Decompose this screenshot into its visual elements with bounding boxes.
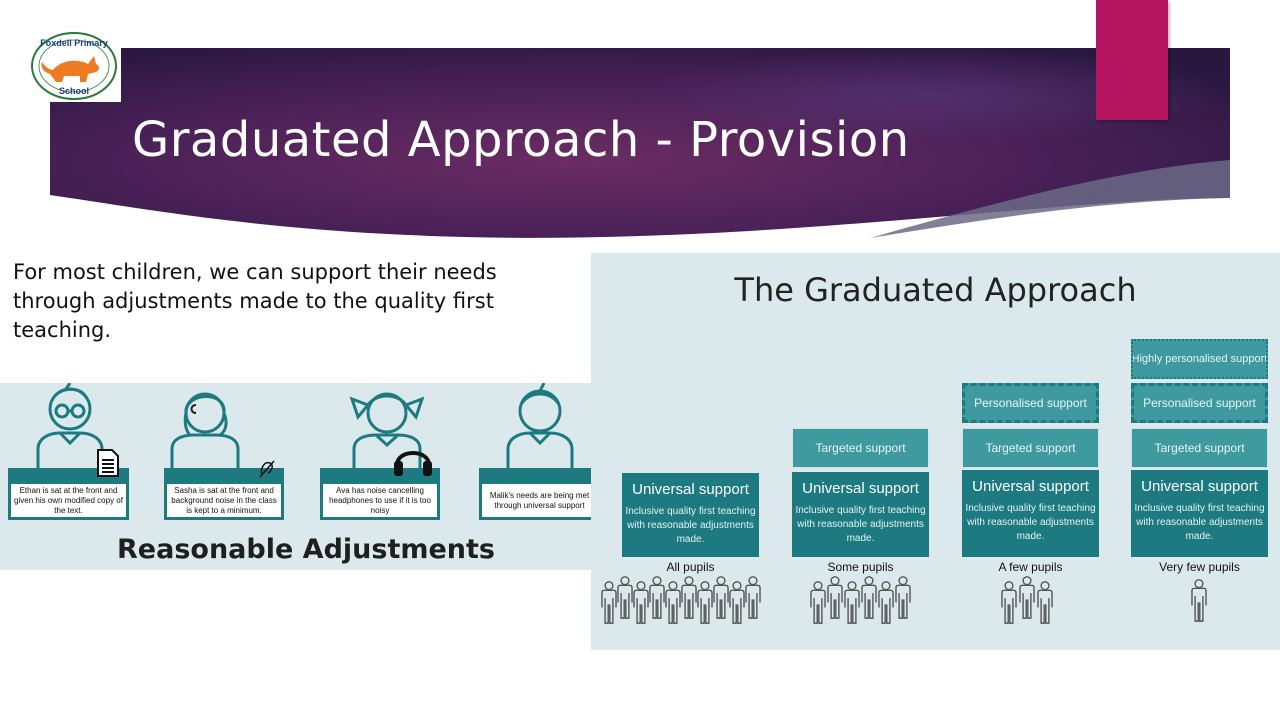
support-column-very-few: Highly personalised support Personalised… — [1131, 253, 1268, 650]
pupil-figure-icon — [617, 576, 633, 619]
universal-support-box: Universal support Inclusive quality firs… — [792, 472, 929, 557]
hearing-aid-icon — [190, 404, 197, 414]
pupil-figure-icon — [844, 581, 860, 624]
pupil-figure-icon — [713, 576, 729, 619]
document-icon — [97, 449, 119, 477]
personalised-support-box: Personalised support — [962, 383, 1099, 423]
pupil-figure-icon — [729, 581, 745, 624]
school-logo: Foxdell Primary School — [28, 30, 121, 102]
universal-support-box: Universal support Inclusive quality firs… — [622, 473, 759, 557]
personalised-support-box: Personalised support — [1131, 383, 1268, 423]
intro-text: For most children, we can support their … — [13, 260, 497, 342]
pupil-figure-icon — [1037, 581, 1053, 624]
child-sasha-icon — [170, 392, 240, 469]
pupil-figures — [601, 576, 1207, 624]
fox-icon — [41, 56, 99, 82]
slide-title: Graduated Approach - Provision — [132, 112, 910, 168]
svg-text:Foxdell Primary: Foxdell Primary — [40, 38, 108, 48]
pupil-figure-icon — [1191, 579, 1207, 622]
pupil-figure-icon — [810, 581, 826, 624]
pupil-figure-icon — [745, 576, 761, 619]
child-ava-icon — [349, 392, 425, 469]
pupils-label: Very few pupils — [1159, 560, 1240, 574]
svg-text:School: School — [59, 86, 89, 96]
pupil-figure-icon — [697, 581, 713, 624]
pupil-figure-icon — [665, 581, 681, 624]
targeted-support-box: Targeted support — [792, 428, 929, 468]
support-column-few: Personalised support Targeted support Un… — [962, 253, 1099, 650]
highly-personalised-support-box: Highly personalised support — [1131, 339, 1268, 379]
pupil-figure-icon — [827, 576, 843, 619]
adjustment-card-sasha: Sasha is sat at the front and background… — [164, 468, 284, 520]
targeted-support-box: Targeted support — [962, 428, 1099, 468]
support-column-all: Universal support Inclusive quality firs… — [622, 253, 759, 650]
universal-support-box: Universal support Inclusive quality firs… — [962, 470, 1099, 557]
pupil-figure-icon — [895, 576, 911, 619]
child-ethan-icon — [36, 383, 104, 469]
pupil-figure-icon — [1019, 576, 1035, 619]
headphones-icon — [394, 451, 432, 476]
adjustment-card-ava: Ava has noise cancelling headphones to u… — [320, 468, 440, 520]
universal-support-box: Universal support Inclusive quality firs… — [1131, 470, 1268, 557]
support-column-some: Targeted support Universal support Inclu… — [792, 253, 929, 650]
pupil-figure-icon — [1001, 581, 1017, 624]
graduated-approach-title: The Graduated Approach — [734, 271, 1137, 309]
pupil-figure-icon — [633, 581, 649, 624]
pupil-figure-icon — [649, 576, 665, 619]
ear-icon — [259, 460, 275, 478]
adjustment-card-malik: Malik's needs are being met through univ… — [479, 468, 600, 520]
reasonable-adjustments-panel: Ethan is sat at the front and given his … — [0, 383, 612, 570]
targeted-support-box: Targeted support — [1131, 428, 1268, 468]
pupil-figure-icon — [681, 576, 697, 619]
child-malik-icon — [506, 383, 574, 469]
pupil-figure-icon — [861, 576, 877, 619]
pupil-figure-icon — [601, 581, 617, 624]
pupil-figure-icon — [878, 581, 894, 624]
pupils-label: Some pupils — [827, 560, 894, 574]
graduated-approach-panel: The Graduated Approach Universal support… — [591, 253, 1280, 650]
pupils-label: A few pupils — [998, 560, 1063, 574]
pupils-label: All pupils — [666, 560, 715, 574]
accent-bar — [1096, 0, 1168, 120]
reasonable-adjustments-title: Reasonable Adjustments — [117, 534, 495, 565]
title-banner — [50, 48, 1230, 238]
